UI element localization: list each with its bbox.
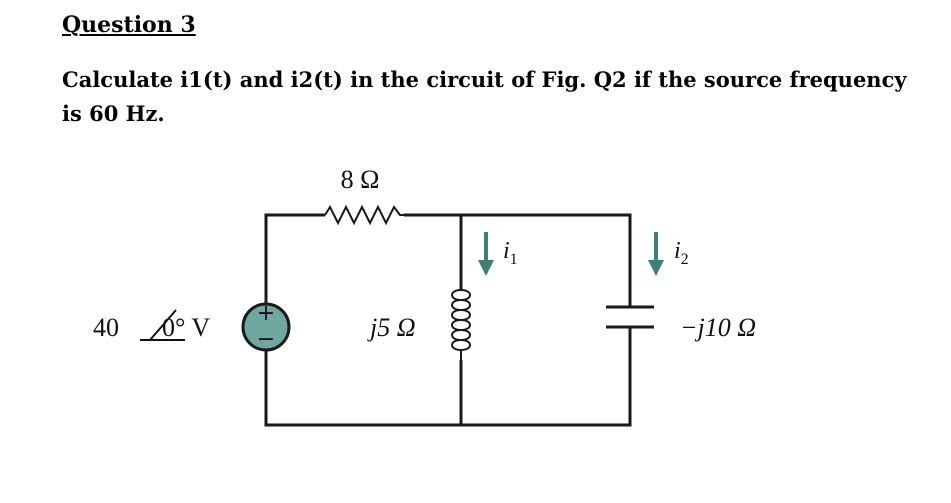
source-minus-sign: − — [257, 327, 275, 352]
circuit-wires — [264, 213, 632, 427]
resistor-label: 8 Ω — [341, 165, 380, 194]
source-magnitude: 40 — [93, 313, 119, 342]
source-angle: 0° V — [162, 313, 210, 342]
resistor-8-ohm — [324, 204, 404, 226]
source-plus-sign: + — [257, 301, 275, 326]
current-arrow-i2-icon — [648, 232, 664, 276]
inductor-label: j5 Ω — [367, 313, 416, 342]
capacitor-label: −j10 Ω — [680, 313, 756, 342]
question-title: Question 3 — [62, 12, 196, 38]
current-label-i2: i2 — [674, 238, 689, 268]
capacitor-neg-j10 — [606, 305, 654, 329]
current-arrow-i1-icon — [478, 232, 494, 276]
inductor-j5 — [451, 289, 471, 360]
question-text: Calculate i1(t) and i2(t) in the circuit… — [62, 67, 907, 126]
source-label: 40 0° V — [93, 309, 210, 342]
voltage-source: + − — [241, 301, 291, 352]
current-label-i1: i1 — [503, 238, 518, 268]
angle-symbol-icon — [140, 309, 185, 341]
